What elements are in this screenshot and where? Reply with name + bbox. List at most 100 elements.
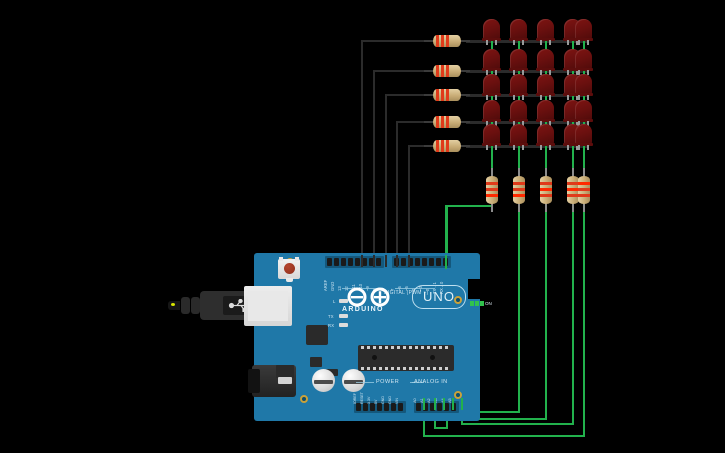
col-wire-a1-vert[interactable] <box>518 205 520 413</box>
analog-pin-wire-a3[interactable] <box>452 398 454 410</box>
digital-pin-wire-13[interactable] <box>361 255 363 267</box>
row-wire-9[interactable] <box>408 145 435 147</box>
row-wire-11-drop[interactable] <box>385 94 387 266</box>
power-header-label: POWER <box>376 379 400 385</box>
status-led-tx <box>339 314 348 318</box>
digital-header-right[interactable] <box>392 256 451 268</box>
led-r2c5[interactable] <box>574 49 593 75</box>
col-feed-wire-vert[interactable] <box>445 205 447 267</box>
digital-pin-wire-11[interactable] <box>385 255 387 267</box>
col-wire-a0-bottom[interactable] <box>434 427 448 429</box>
power-on-label: ON <box>485 301 492 306</box>
capacitor-1 <box>312 369 335 392</box>
board-model-badge: UNO <box>412 285 466 309</box>
row-wire-10-drop[interactable] <box>396 121 398 266</box>
power-header-underline-left <box>356 382 374 383</box>
matrix-row-bus-4 <box>466 121 588 124</box>
led-r3c5[interactable] <box>574 74 593 100</box>
col-wire-a2-vert[interactable] <box>545 205 547 420</box>
atmega-microcontroller <box>358 345 454 371</box>
led-r1c2[interactable] <box>509 19 528 45</box>
led-r1c5[interactable] <box>574 19 593 45</box>
crystal-oscillator <box>306 325 328 345</box>
digital-pin-wire-12[interactable] <box>373 255 375 267</box>
row-wire-9-drop[interactable] <box>408 145 410 266</box>
row-resistor-3[interactable] <box>424 87 470 103</box>
row-wire-12[interactable] <box>373 70 435 72</box>
row-wire-13[interactable] <box>361 40 435 42</box>
column-resistor-5[interactable] <box>576 168 592 212</box>
analog-label-a0: A0 <box>413 398 417 403</box>
row-resistor-1[interactable] <box>424 33 470 49</box>
power-header-underline-right <box>410 382 424 383</box>
power-label-gnd-2: GND <box>388 396 392 404</box>
column-resistor-4[interactable] <box>565 168 581 212</box>
row-resistor-4[interactable] <box>424 114 470 130</box>
reset-button[interactable] <box>278 257 300 282</box>
mount-hole-bottom-right <box>454 391 462 399</box>
analog-pin-wire-a1[interactable] <box>434 398 436 410</box>
digital-header-label: DIGITAL (PWM ~) <box>384 290 429 296</box>
digital-header-left[interactable] <box>325 256 384 268</box>
col-wire-a3-bottom[interactable] <box>461 423 574 425</box>
status-led-rx <box>339 323 348 327</box>
digital-pin-wire-10[interactable] <box>396 255 398 267</box>
row-resistor-2[interactable] <box>424 63 470 79</box>
led-r5c2[interactable] <box>509 124 528 150</box>
led-r4c5[interactable] <box>574 100 593 126</box>
led-r4c3[interactable] <box>536 100 555 126</box>
power-label-gnd-1: GND <box>381 396 385 404</box>
matrix-col-wire-4 <box>572 26 574 172</box>
col-wire-a4-bottom[interactable] <box>423 435 585 437</box>
arduino-uno-board[interactable]: AREF GND 13 12 ~11 ~10 ~9 8 7 ~6 ~5 4 ~3… <box>244 253 492 421</box>
digital-pin-green-wire[interactable] <box>445 255 447 269</box>
column-resistor-2[interactable] <box>511 168 527 212</box>
analog-pin-wire-a0[interactable] <box>423 398 425 410</box>
led-r1c1[interactable] <box>482 19 501 45</box>
led-r2c1[interactable] <box>482 49 501 75</box>
analog-header-label: ANALOG IN <box>414 379 448 385</box>
row-wire-11[interactable] <box>385 94 435 96</box>
led-r3c3[interactable] <box>536 74 555 100</box>
arduino-wordmark: ARDUINO <box>342 306 384 313</box>
analog-pin-wire-a2[interactable] <box>443 398 445 410</box>
row-wire-10[interactable] <box>396 121 435 123</box>
row-wire-13-drop[interactable] <box>361 40 363 266</box>
led-r1c3[interactable] <box>536 19 555 45</box>
usb-type-b-port[interactable] <box>244 286 292 326</box>
led-r3c2[interactable] <box>509 74 528 100</box>
col-wire-a0-top[interactable] <box>446 205 492 207</box>
column-resistor-1[interactable] <box>484 168 500 212</box>
led-r5c1[interactable] <box>482 124 501 150</box>
col-wire-a4-vert[interactable] <box>583 205 585 437</box>
column-resistor-3[interactable] <box>538 168 554 212</box>
row-wire-12-drop[interactable] <box>373 70 375 266</box>
analog-pin-wire-a4[interactable] <box>461 398 463 410</box>
matrix-row-bus-1 <box>466 40 588 43</box>
led-r4c2[interactable] <box>509 100 528 126</box>
status-label-tx: TX <box>328 314 334 319</box>
power-label-3v3: 3.3V <box>367 396 371 404</box>
power-label-ioref: IOREF <box>353 393 357 404</box>
status-led-l <box>339 299 348 303</box>
pin-label-aref: AREF <box>323 279 328 291</box>
analog-label-a2: A2 <box>427 398 431 403</box>
matrix-col-wire-1 <box>491 26 493 172</box>
row-resistor-5[interactable] <box>424 138 470 154</box>
col-wire-a1-bottom[interactable] <box>443 411 520 413</box>
pin-label-gnd-digital: GND <box>330 281 335 291</box>
led-r2c3[interactable] <box>536 49 555 75</box>
status-label-l: L <box>333 299 336 304</box>
power-header[interactable] <box>354 401 406 413</box>
led-r4c1[interactable] <box>482 100 501 126</box>
led-r5c5[interactable] <box>574 124 593 150</box>
led-r3c1[interactable] <box>482 74 501 100</box>
capacitor-2 <box>342 369 365 392</box>
led-r5c3[interactable] <box>536 124 555 150</box>
col-wire-a2-bottom[interactable] <box>452 418 547 420</box>
led-r2c2[interactable] <box>509 49 528 75</box>
col-wire-a3-vert[interactable] <box>572 205 574 425</box>
digital-pin-wire-9[interactable] <box>408 255 410 267</box>
usb-cable-ferrite-1 <box>181 297 190 314</box>
